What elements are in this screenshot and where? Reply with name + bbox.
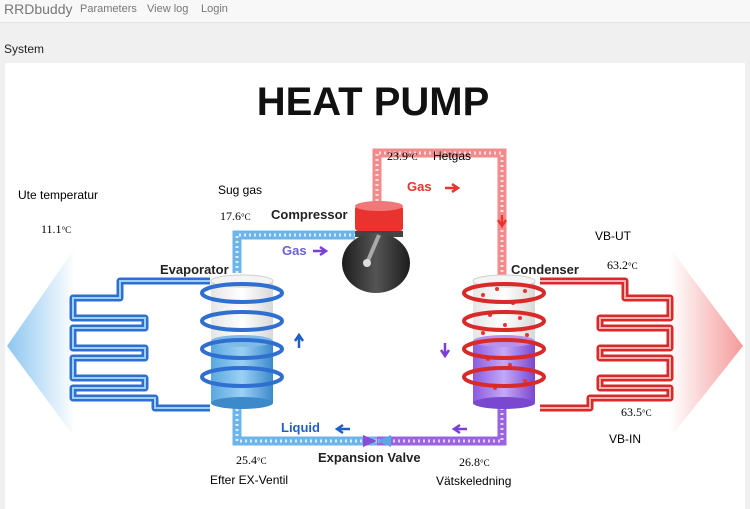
vatskeledning-label: Vätskeledning bbox=[436, 474, 512, 488]
cold-gas-label: Gas bbox=[282, 243, 307, 258]
arrow-left-icon bbox=[451, 423, 467, 435]
vb-ut-value: 63.2°C bbox=[607, 258, 638, 272]
ute-temperatur-value: 11.1°C bbox=[41, 222, 72, 236]
arrow-right-icon bbox=[313, 245, 329, 257]
arrow-right-icon bbox=[445, 182, 461, 194]
section-title: System bbox=[4, 42, 45, 56]
efter-ex-ventil-label: Efter EX-Ventil bbox=[210, 473, 289, 487]
vb-ut-label: VB-UT bbox=[595, 229, 631, 243]
nav-item-view-log[interactable]: View log bbox=[147, 3, 189, 15]
efter-ex-ventil-value: 25.4°C bbox=[236, 453, 267, 467]
sug-gas-value: 17.6°C bbox=[220, 209, 251, 223]
liquid-label: Liquid bbox=[281, 420, 320, 435]
diagram-title: HEAT PUMP bbox=[257, 80, 490, 124]
expansion-valve-label: Expansion Valve bbox=[318, 450, 421, 465]
outdoor-air-arrow bbox=[7, 248, 75, 438]
sug-gas-label: Sug gas bbox=[218, 183, 263, 197]
vb-in-value: 63.5°C bbox=[621, 405, 652, 419]
indoor-air-arrow bbox=[670, 248, 743, 438]
heat-pump-diagram: HEAT PUMP bbox=[7, 80, 743, 465]
compressor-label: Compressor bbox=[271, 207, 348, 222]
hetgas-label: Hetgas bbox=[433, 149, 472, 163]
arrow-up-icon bbox=[293, 332, 305, 348]
arrow-left-icon bbox=[334, 423, 350, 435]
evaporator-label: Evaporator bbox=[160, 262, 229, 277]
nav-item-parameters[interactable]: Parameters bbox=[80, 3, 137, 15]
vatskeledning-value: 26.8°C bbox=[459, 455, 490, 469]
arrow-down-icon bbox=[496, 215, 508, 229]
nav-item-login[interactable]: Login bbox=[201, 3, 228, 15]
hot-gas-label: Gas bbox=[407, 179, 432, 194]
hetgas-value: 23.9°C bbox=[387, 149, 418, 163]
condenser-label: Condenser bbox=[511, 262, 579, 277]
heat-pump-panel: HEAT PUMP bbox=[5, 63, 745, 509]
expansion-valve bbox=[363, 435, 377, 447]
liquid-pipe bbox=[377, 403, 507, 446]
brand-link[interactable]: RRDbuddy bbox=[4, 1, 73, 17]
top-navbar: RRDbuddy Parameters View log Login bbox=[0, 0, 750, 23]
vb-in-label: VB-IN bbox=[609, 432, 642, 446]
compressor bbox=[342, 201, 410, 293]
ute-temperatur-label: Ute temperatur bbox=[18, 188, 99, 202]
arrow-down-icon bbox=[439, 343, 451, 359]
